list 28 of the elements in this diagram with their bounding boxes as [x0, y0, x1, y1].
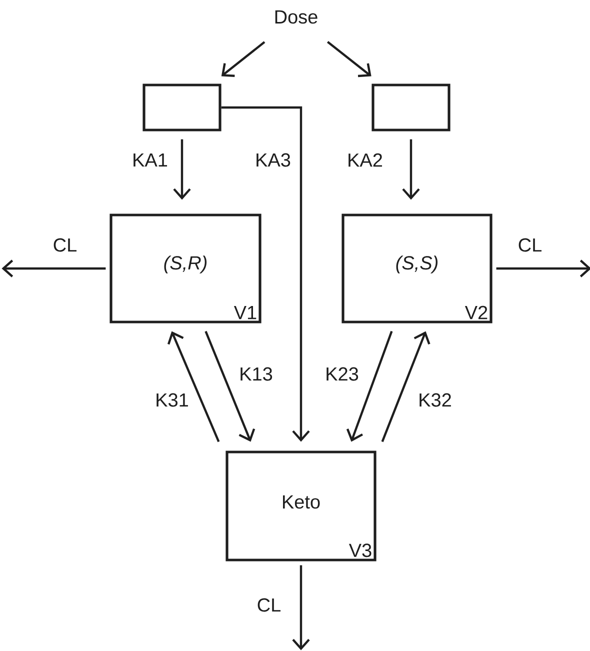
arrow [402, 139, 420, 200]
arrow [326, 41, 372, 78]
arrow [173, 139, 191, 200]
edge-label: K13 [240, 367, 272, 381]
arrow [221, 106, 310, 442]
arrow [381, 331, 430, 442]
arrow [292, 565, 310, 650]
dose-label: Dose [275, 10, 318, 24]
edge-label: K23 [326, 367, 358, 381]
edge-label: KA1 [134, 153, 168, 167]
edge-label: CL [518, 238, 542, 252]
edge-label: K32 [420, 393, 451, 407]
arrow [167, 331, 220, 442]
edge-label: KA3 [256, 153, 290, 167]
depot-box [142, 84, 222, 132]
compartment-box: Keto V3 [226, 450, 376, 562]
edge-label: K31 [156, 393, 188, 407]
compartment-box: (S,R) V1 [110, 214, 262, 324]
arrow [204, 330, 256, 442]
edge-label: CL [258, 598, 280, 612]
compartment-box: (S,S) V2 [342, 214, 492, 324]
arrow [346, 330, 393, 442]
edge-label: CL [54, 238, 76, 252]
arrow [221, 41, 266, 77]
depot-box [372, 84, 450, 132]
edge-label: KA2 [348, 153, 382, 167]
arrow [496, 260, 590, 278]
arrow [2, 260, 106, 278]
